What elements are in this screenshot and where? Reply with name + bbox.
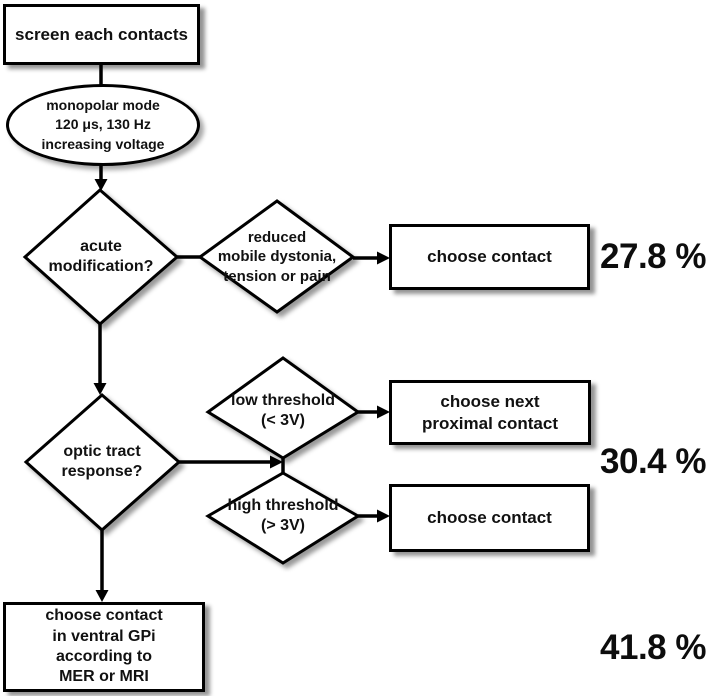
monopolar-mode-node: monopolar mode 120 μs, 130 Hz increasing…: [6, 84, 200, 166]
choose-next-proximal-node: choose next proximal contact: [389, 380, 591, 445]
ventral-gpi-label: choose contact in ventral GPi according …: [45, 607, 163, 686]
percentage-ventral-row: 41.8 %: [600, 628, 706, 667]
monopolar-mode-label: monopolar mode 120 μs, 130 Hz increasing…: [41, 97, 165, 152]
optic-tract-response-diamond: [23, 393, 182, 533]
ventral-gpi-node: choose contact in ventral GPi according …: [3, 602, 205, 692]
arrowhead-down-icon: [95, 590, 109, 602]
choose-contact-node-1: choose contact: [389, 224, 590, 290]
screen-contacts-label: screen each contacts: [15, 24, 188, 44]
arrowhead-right-icon: [377, 251, 390, 265]
arrowheads: [93, 179, 390, 602]
screen-contacts-node: screen each contacts: [3, 4, 200, 65]
connector-lines: [98, 65, 380, 592]
arrowhead-down-icon: [93, 383, 107, 395]
choose-contact-label-2: choose contact: [427, 508, 552, 528]
choose-next-proximal-label: choose next proximal contact: [421, 392, 559, 433]
high-threshold-diamond: [205, 471, 361, 565]
acute-modification-diamond: [22, 188, 180, 326]
percentage-optic-row: 30.4 %: [600, 442, 706, 481]
arrowhead-right-icon: [270, 455, 283, 469]
arrowhead-right-icon: [377, 405, 390, 419]
choose-contact-label-1: choose contact: [427, 247, 552, 267]
percentage-acute-row: 27.8 %: [600, 237, 706, 276]
arrowhead-right-icon: [377, 509, 390, 523]
choose-contact-node-2: choose contact: [389, 484, 590, 552]
arrowhead-down-icon: [94, 179, 108, 191]
low-threshold-diamond: [205, 356, 361, 460]
reduced-dystonia-diamond: [197, 199, 356, 314]
